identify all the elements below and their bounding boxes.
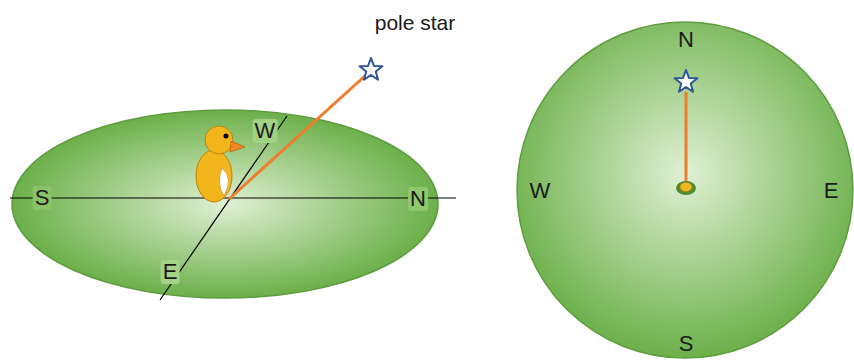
direction-label: W: [253, 119, 278, 143]
direction-label: W: [528, 179, 553, 203]
star-name: pole star: [373, 11, 458, 34]
sight-line: [685, 92, 688, 184]
direction-label: E: [161, 260, 180, 284]
horizon-plane: [12, 110, 438, 298]
sight-line: [229, 75, 366, 199]
direction-label: N: [676, 28, 696, 52]
pole-star: [360, 58, 383, 80]
east-west-axis: [160, 116, 287, 300]
horizon-disc: [517, 22, 853, 358]
direction-label: N: [408, 187, 428, 211]
pole-star: [675, 70, 698, 92]
direction-label: S: [677, 332, 696, 356]
observer-duck-top: [676, 181, 696, 195]
south-north-axis: [10, 197, 456, 198]
direction-label: S: [33, 186, 52, 210]
direction-label: E: [822, 179, 841, 203]
